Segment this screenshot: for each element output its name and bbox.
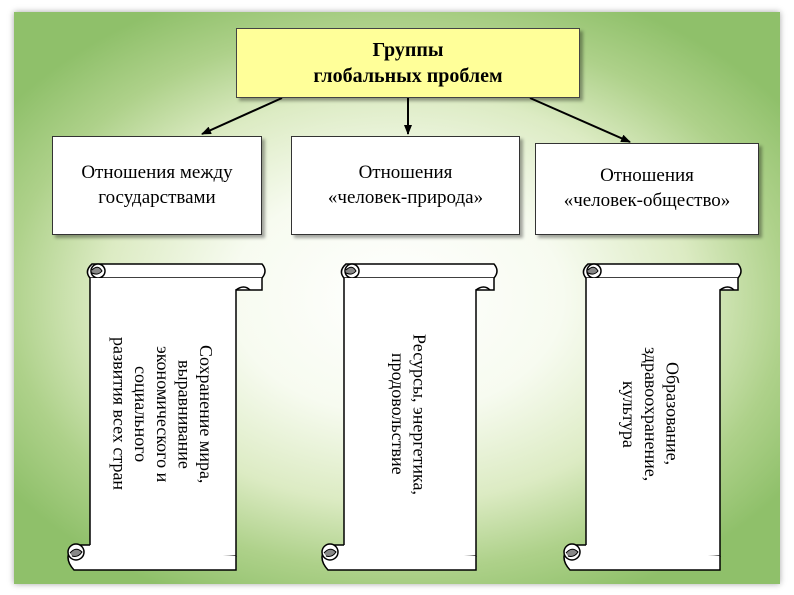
category-interstate-relations: Отношения между государствами — [52, 136, 262, 235]
scroll-3 — [563, 263, 742, 571]
arrow-to-category-1 — [201, 97, 283, 135]
scroll-1-text: Сохранение мира, выравнивание экономичес… — [109, 337, 216, 491]
scroll-3-text: Образование, здравоохранение, культура — [619, 346, 683, 482]
arrow-to-category-3 — [529, 97, 631, 143]
title-box: Группы глобальных проблем — [236, 28, 580, 98]
category-human-society: Отношения «человек-общество» — [535, 143, 759, 235]
category-human-nature: Отношения «человек-природа» — [291, 136, 520, 235]
scroll-2 — [321, 263, 498, 571]
scroll-2-text: Ресурсы, энергетика, продовольствие — [388, 333, 430, 495]
scroll-1 — [67, 263, 266, 571]
